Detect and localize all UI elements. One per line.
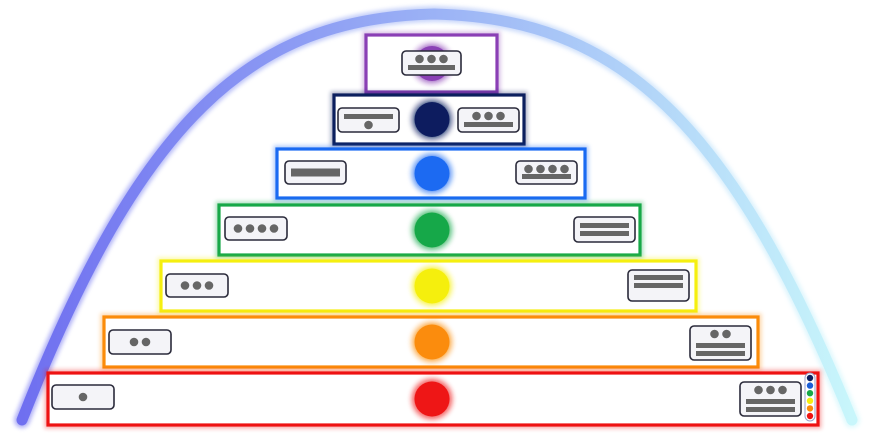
tier-disc [414, 102, 450, 137]
left-card [165, 273, 229, 298]
card-frame [515, 160, 578, 185]
card-bar [464, 122, 513, 127]
card-dot [710, 329, 719, 339]
card-dot [778, 385, 787, 395]
card-dot [496, 111, 505, 121]
tier-yellow [157, 257, 700, 315]
card-dot [129, 337, 139, 347]
card-dot [439, 54, 448, 64]
tier-navy [330, 91, 528, 148]
tier-red [44, 369, 822, 429]
card-dot [245, 224, 255, 233]
tier-green [215, 201, 644, 259]
card-frame [573, 216, 636, 243]
left-card [284, 160, 347, 185]
tier-disc [414, 381, 450, 417]
right-card [573, 216, 636, 243]
card-dot [141, 337, 151, 347]
side-legend [804, 372, 816, 422]
card-dot [472, 111, 481, 121]
card-bar [522, 174, 571, 179]
right-card [689, 325, 752, 361]
legend-dot [806, 405, 814, 412]
right-card [739, 381, 802, 417]
tier-disc [414, 212, 450, 248]
left-card [108, 329, 172, 355]
card-dot [257, 224, 267, 233]
card-frame [108, 329, 172, 355]
card-bar [344, 114, 393, 119]
card-bar [696, 351, 745, 356]
tier-disc [414, 324, 450, 360]
card-dot [524, 164, 533, 174]
card-dot [204, 281, 214, 290]
card-bar [580, 223, 629, 228]
legend-dot [806, 374, 814, 382]
right-card [627, 269, 690, 302]
legend-dot [806, 397, 814, 404]
left-card [337, 107, 400, 133]
arc-layer [14, 5, 860, 428]
card-bar [634, 275, 683, 280]
tier-layer [44, 31, 822, 429]
card-dot [233, 224, 243, 233]
tier-disc [414, 156, 450, 191]
tier-violet [362, 31, 501, 96]
card-bar [291, 168, 340, 177]
card-bar [746, 407, 795, 412]
legend-dot [806, 390, 814, 397]
card-dot [427, 54, 436, 64]
legend-dot [806, 382, 814, 389]
card-bar [634, 283, 683, 288]
card-dot [754, 385, 763, 395]
card-dot [269, 224, 279, 233]
card-dot [192, 281, 202, 290]
arc-curve [16, 8, 858, 426]
left-card [401, 50, 462, 76]
card-bar [746, 399, 795, 404]
card-dot [415, 54, 424, 64]
card-dot [766, 385, 775, 395]
right-card [457, 107, 520, 133]
card-dot [78, 392, 88, 402]
left-card [51, 384, 115, 410]
card-dot [560, 164, 569, 174]
card-dot [364, 120, 373, 130]
card-bar [696, 343, 745, 348]
card-dot [536, 164, 545, 174]
right-card [515, 160, 578, 185]
tier-blue [273, 145, 589, 202]
tier-disc [414, 268, 450, 304]
card-frame [224, 216, 288, 241]
card-bar [408, 65, 455, 70]
card-dot [548, 164, 557, 174]
card-dot [180, 281, 190, 290]
card-dot [484, 111, 493, 121]
card-dot [722, 329, 731, 339]
left-card [224, 216, 288, 241]
legend-dot [806, 412, 814, 420]
tier-orange [100, 313, 762, 371]
card-bar [580, 231, 629, 236]
